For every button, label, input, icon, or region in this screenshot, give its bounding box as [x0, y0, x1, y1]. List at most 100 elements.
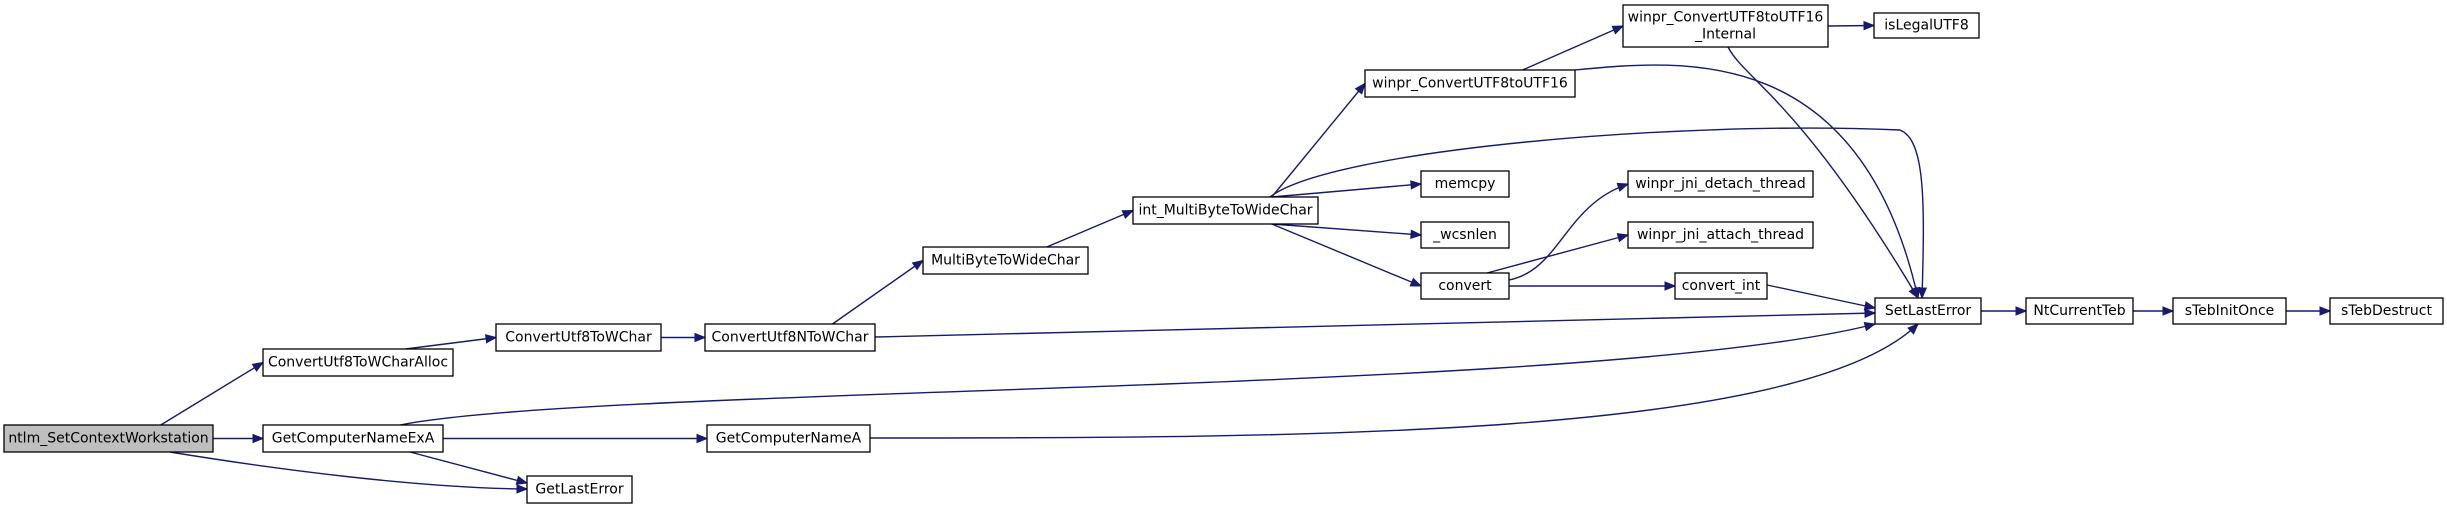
node-box[interactable] — [2172, 297, 2287, 325]
node-stio[interactable]: sTebInitOnce — [2172, 297, 2287, 325]
edge-imbtwc-to-memcpy — [1271, 183, 1422, 198]
node-box[interactable] — [706, 424, 871, 453]
arrowhead-sle — [1863, 301, 1877, 311]
node-label: ConvertUtf8NToWChar — [712, 330, 869, 346]
node-box[interactable] — [262, 424, 444, 453]
node-ntct[interactable]: NtCurrentTeb — [2025, 297, 2134, 325]
node-sle[interactable]: SetLastError — [1874, 297, 1982, 325]
node-box[interactable] — [1364, 69, 1576, 98]
node-cint[interactable]: convert_int — [1674, 272, 1768, 300]
node-gle[interactable]: GetLastError — [526, 475, 633, 504]
node-label: convert — [1438, 278, 1492, 294]
node-label: isLegalUTF8 — [1884, 18, 1968, 34]
node-legal[interactable]: isLegalUTF8 — [1873, 12, 1980, 39]
edge-wpcui-to-sle — [1727, 46, 1919, 299]
node-wpcu[interactable]: winpr_ConvertUTF8toUTF16 — [1364, 69, 1576, 98]
node-box[interactable] — [526, 475, 633, 504]
node-wcsnlen[interactable]: _wcsnlen — [1420, 221, 1510, 249]
edge-mbtwc-to-imbtwc — [1046, 209, 1134, 248]
node-label: GetComputerNameA — [716, 431, 862, 447]
edge-imbtwc-to-sle — [1269, 127, 1925, 299]
node-gcnexa[interactable]: GetComputerNameExA — [262, 424, 444, 453]
edge-cint-to-sle — [1766, 284, 1876, 309]
node-box[interactable] — [1622, 4, 1829, 48]
node-memcpy[interactable]: memcpy — [1420, 170, 1510, 198]
node-label: GetLastError — [535, 482, 623, 498]
node-box[interactable] — [2329, 297, 2444, 325]
node-label: sTebInitOnce — [2185, 303, 2275, 319]
edge-wpcu-to-sle — [1574, 64, 1919, 299]
edge-imbtwc-to-wpcu — [1271, 83, 1366, 198]
node-cutfwca[interactable]: ConvertUtf8ToWCharAlloc — [262, 348, 454, 377]
arrowhead-ntct — [2015, 306, 2028, 316]
node-box[interactable] — [1420, 221, 1510, 249]
node-box[interactable] — [1873, 12, 1980, 39]
edge-cutfwca-to-cutfwc — [405, 336, 497, 350]
node-label: _wcsnlen — [1432, 227, 1497, 243]
node-label: winpr_ConvertUTF8toUTF16 — [1372, 76, 1568, 92]
node-box[interactable] — [1627, 221, 1814, 249]
arrowhead-gle — [516, 484, 529, 494]
edge-gcnexa-to-gle — [409, 451, 528, 484]
arrowhead-wpcu — [1354, 82, 1366, 95]
node-gcna[interactable]: GetComputerNameA — [706, 424, 871, 453]
arrowhead-jattach — [1616, 233, 1630, 243]
arrowhead-sle — [1863, 322, 1877, 332]
edges-layer — [160, 20, 2332, 494]
edge-root-to-gle — [169, 451, 528, 490]
node-convert[interactable]: convert — [1420, 272, 1510, 300]
arrowhead-gcnexa — [252, 433, 265, 444]
edge-gcna-to-sle — [869, 323, 1919, 439]
node-box[interactable] — [2025, 297, 2134, 325]
node-label: ConvertUtf8ToWChar — [505, 330, 652, 346]
node-box[interactable] — [1627, 170, 1814, 198]
node-cutf8n[interactable]: ConvertUtf8NToWChar — [704, 323, 876, 352]
node-label: sTebDestruct — [2341, 303, 2432, 319]
node-mbtwc[interactable]: MultiByteToWideChar — [922, 246, 1089, 275]
node-label: memcpy — [1435, 176, 1496, 192]
node-box[interactable] — [1674, 272, 1768, 300]
node-box[interactable] — [3, 424, 214, 453]
node-imbtwc[interactable]: int_MultiByteToWideChar — [1132, 196, 1319, 225]
arrowhead-gcna — [696, 433, 709, 444]
node-label: convert_int — [1682, 278, 1761, 294]
node-box[interactable] — [1420, 272, 1510, 300]
arrowhead-sle — [1908, 286, 1919, 300]
arrowhead-imbtwc — [1121, 209, 1135, 219]
node-jattach[interactable]: winpr_jni_attach_thread — [1627, 221, 1814, 249]
arrowhead-cint — [1664, 281, 1677, 291]
arrowhead-stio — [2162, 306, 2175, 316]
node-label: ConvertUtf8ToWCharAlloc — [268, 355, 448, 371]
edge-convert-to-jdetach — [1508, 183, 1629, 281]
node-label: ntlm_SetContextWorkstation — [8, 431, 208, 447]
node-std[interactable]: sTebDestruct — [2329, 297, 2444, 325]
arrowhead-cutfwc — [484, 334, 498, 344]
node-label: GetComputerNameExA — [272, 431, 435, 447]
edge-gcnexa-to-sle — [399, 323, 1876, 426]
arrowhead-memcpy — [1410, 180, 1423, 190]
node-box[interactable] — [922, 246, 1089, 275]
node-label: winpr_jni_detach_thread — [1635, 176, 1806, 192]
node-box[interactable] — [1420, 170, 1510, 198]
arrowhead-std — [2319, 306, 2332, 316]
edge-convert-to-jattach — [1486, 234, 1629, 274]
node-jdetach[interactable]: winpr_jni_detach_thread — [1627, 170, 1814, 198]
node-box[interactable] — [262, 348, 454, 377]
arrowhead-convert — [1409, 277, 1423, 287]
node-wpcui[interactable]: winpr_ConvertUTF8toUTF16_Internal — [1622, 4, 1829, 48]
node-box[interactable] — [704, 323, 876, 352]
node-cutfwc[interactable]: ConvertUtf8ToWChar — [495, 323, 662, 352]
edge-imbtwc-to-convert — [1271, 223, 1422, 287]
node-label: winpr_jni_attach_thread — [1637, 227, 1804, 243]
node-box[interactable] — [1132, 196, 1319, 225]
arrowhead-mbtwc — [911, 259, 925, 271]
edge-wpcu-to-wpcui — [1522, 25, 1624, 71]
node-box[interactable] — [495, 323, 662, 352]
node-label: int_MultiByteToWideChar — [1138, 203, 1312, 219]
arrowhead-jdetach — [1616, 182, 1630, 192]
node-box[interactable] — [1874, 297, 1982, 325]
node-root[interactable]: ntlm_SetContextWorkstation — [3, 424, 214, 453]
arrowhead-sle — [1917, 287, 1928, 300]
arrowhead-wpcui — [1611, 25, 1625, 35]
edge-cutf8n-to-sle — [874, 312, 1876, 338]
